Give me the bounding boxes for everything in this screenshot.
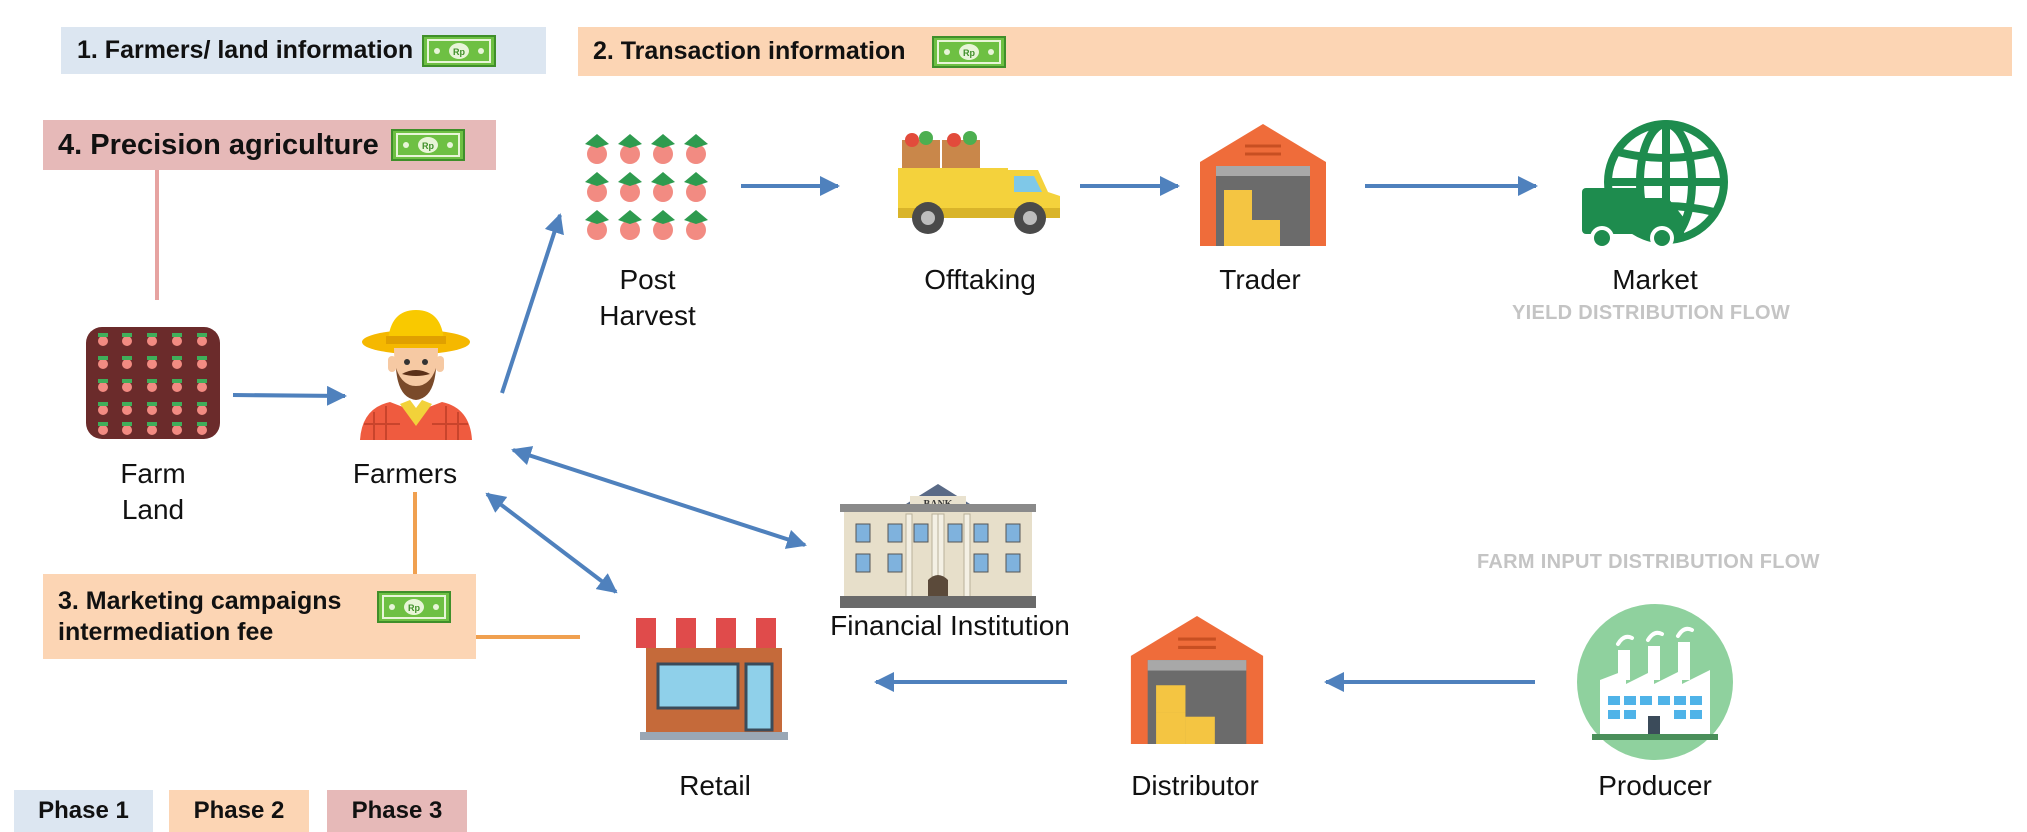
legend-phase-1: Phase 1 [14, 790, 153, 832]
arrow-farmers-financial [511, 446, 807, 549]
factory-icon [1577, 604, 1733, 760]
market-globe-icon [1582, 120, 1728, 250]
retail-shop-icon [636, 618, 792, 740]
svg-text:Rp: Rp [422, 141, 434, 151]
banner-transaction: 2. Transaction information Rp [578, 27, 2012, 76]
farmers-label: Farmers [352, 458, 458, 489]
producer-label: Producer [1598, 770, 1712, 801]
offtaking-label: Offtaking [924, 264, 1036, 295]
distributor-warehouse-icon [1130, 616, 1264, 744]
farmer-icon [360, 310, 472, 440]
retail-label: Retail [679, 770, 751, 801]
banner-farmers-land: 1. Farmers/ land information Rp [61, 27, 546, 74]
distributor-label: Distributor [1131, 770, 1259, 801]
svg-text:Rp: Rp [408, 603, 420, 613]
warehouse-icon [1200, 124, 1326, 246]
legend-phase-2: Phase 2 [169, 790, 309, 832]
post-harvest-icon [585, 134, 708, 240]
farm-land-icon [86, 327, 220, 439]
banner-marketing-line1: 3. Marketing campaigns [58, 586, 342, 615]
trader-label: Trader [1219, 264, 1301, 295]
yield-flow-label: YIELD DISTRIBUTION FLOW [1512, 302, 1790, 324]
market-label: Market [1612, 264, 1698, 295]
money-icon: Rp [390, 129, 465, 161]
banner-marketing-line2: intermediation fee [58, 617, 274, 646]
svg-text:Rp: Rp [963, 48, 975, 58]
banner-transaction-text: 2. Transaction information [593, 37, 906, 65]
money-icon: Rp [377, 591, 451, 623]
svg-text:Rp: Rp [453, 47, 465, 57]
legend-phase-3: Phase 3 [327, 790, 467, 832]
banner-farmers-land-text: 1. Farmers/ land information [77, 36, 414, 64]
financial-institution-label: Financial Institution [830, 610, 1070, 641]
arrow-farmland-farmers [232, 385, 347, 406]
banner-marketing: 3. Marketing campaigns intermediation fe… [43, 574, 476, 659]
farm-input-flow-label: FARM INPUT DISTRIBUTION FLOW [1477, 551, 1820, 573]
money-icon: Rp [931, 35, 1006, 68]
banner-precision-text: 4. Precision agriculture [58, 128, 379, 161]
truck-icon [898, 131, 1060, 234]
bank-icon: BANK [840, 484, 1036, 608]
money-icon: Rp [422, 34, 496, 67]
arrow-farmers-postharvest [500, 213, 564, 394]
banner-precision-agriculture: 4. Precision agriculture Rp [43, 120, 496, 170]
arrow-farmers-retail [485, 492, 618, 594]
